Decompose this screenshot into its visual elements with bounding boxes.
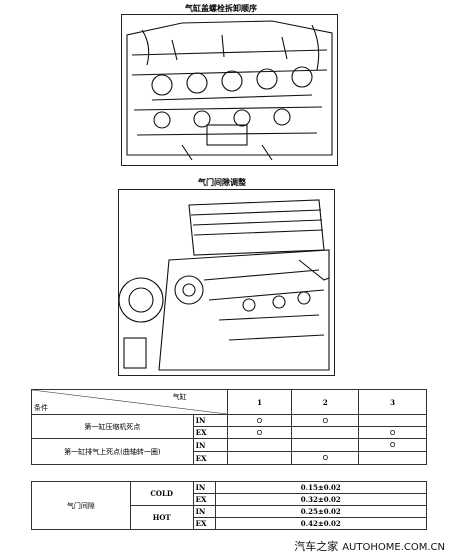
header-cylinder: 气缸 [172,393,187,401]
valve-clearance-table: 气门间隙 COLD IN 0.15±0.02 EX 0.32±0.02 HOT … [31,481,428,530]
cylinder-3-header: 3 [358,389,427,415]
mark-cell: O [226,426,293,439]
mark-cell [226,438,293,452]
valve-adjust-table: 气缸 条件 1 2 3 第一缸压缩机死点 IN O O EX O O 第一缸排气… [31,389,427,465]
hot-label: HOT [129,505,194,530]
cold-label: COLD [129,481,194,506]
table-row: EX O [32,451,427,465]
mark-cell: O [226,414,293,427]
clearance-value: 0.32±0.02 [214,493,428,506]
table-row: EX 0.42±0.02 [32,517,428,530]
table-row: HOT IN 0.25±0.02 [32,505,428,530]
figure2-title: 气门间隙调整 [198,178,246,187]
mark-cell: O [291,451,360,465]
cylinder-head-bolt-illustration [121,14,338,166]
valve-label: IN [192,505,216,518]
valve-label: EX [192,493,216,506]
header-condition: 条件 [34,404,48,412]
table1-corner-cell: 气缸 条件 [31,389,228,415]
mark-cell: O [291,414,360,427]
mark-cell [358,451,427,465]
mark-cell [291,438,360,452]
cylinder-1-header: 1 [226,389,293,415]
table-row: 第一缸压缩机死点 IN O O [31,414,427,439]
mark-cell [291,426,360,439]
table-row: 气门间隙 COLD IN 0.15±0.02 [31,481,428,530]
valve-label: EX [192,517,216,530]
valve-label: IN [192,481,216,494]
condition-label: 第一缸压缩机死点 [31,414,194,439]
cylinder-2-header: 2 [291,389,360,415]
valve-label: IN [192,438,228,452]
valve-label: EX [192,451,228,465]
clearance-value: 0.42±0.02 [214,517,428,530]
clearance-value: 0.15±0.02 [214,481,428,494]
valve-label: EX [192,426,228,439]
mark-cell [226,451,293,465]
valve-label: IN [192,414,228,427]
watermark-brand-cn: 汽车之家 [294,540,339,553]
figure1-title: 气缸盖螺栓拆卸顺序 [185,4,257,13]
watermark-brand-en: AUTOHOME.COM.CN [342,542,445,553]
clearance-label: 气门间隙 [31,481,131,530]
valve-clearance-illustration [118,189,335,376]
mark-cell: O [358,426,427,439]
mark-cell: O [358,438,427,452]
table-row: 第一缸排气上死点(曲轴转一圈) IN O [31,438,427,465]
clearance-value: 0.25±0.02 [214,505,428,518]
mark-cell [358,414,427,427]
condition-label: 第一缸排气上死点(曲轴转一圈) [31,438,194,465]
